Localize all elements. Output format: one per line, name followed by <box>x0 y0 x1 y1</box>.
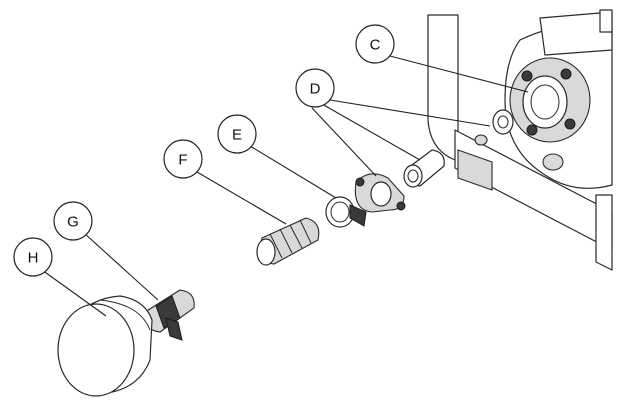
flange-bolt <box>560 68 572 80</box>
oval-flange-hole <box>370 181 392 207</box>
hose-clamp-screw <box>349 204 367 227</box>
g-clamp-screw <box>165 317 183 341</box>
strainer-end <box>256 238 276 266</box>
flange-bolt <box>564 118 576 130</box>
hose-nipple-bore <box>407 169 419 183</box>
callout-c-label: C <box>370 37 381 54</box>
pump-top-box <box>539 11 613 56</box>
gasket-bolt <box>474 134 488 146</box>
leader-e <box>249 145 337 199</box>
frame-tube-vertical <box>427 14 459 161</box>
callout-e: E <box>217 114 257 154</box>
oval-flange-bolt <box>355 177 365 187</box>
pump-top-cap <box>599 9 613 33</box>
leader-d-2 <box>321 103 421 161</box>
g-clamp-band <box>155 295 181 329</box>
leader-g <box>83 232 159 301</box>
callout-h-label: H <box>28 250 39 267</box>
inlet-port-inner <box>530 84 560 120</box>
oval-flange-bolt <box>396 201 406 211</box>
leader-d-3 <box>311 107 377 177</box>
leader-d-1 <box>329 99 491 127</box>
part-h-housing <box>57 295 153 397</box>
flange-bolt <box>526 124 538 136</box>
flange-bolt <box>521 70 533 82</box>
inlet-port <box>522 75 568 129</box>
part-f-strainer <box>256 217 320 266</box>
leader-f <box>196 171 287 225</box>
leader-h <box>41 269 107 317</box>
gasket-ring <box>492 109 514 135</box>
callout-f: F <box>163 139 203 179</box>
frame-leg <box>595 194 613 271</box>
callout-h: H <box>13 237 53 277</box>
callout-g-label: G <box>67 214 79 231</box>
callout-d: D <box>295 68 335 108</box>
gasket-ring-hole <box>497 115 509 129</box>
leader-lines <box>41 55 529 317</box>
callout-e-label: E <box>232 127 242 144</box>
hose-nipple-end <box>403 164 423 188</box>
callout-c: C <box>355 24 395 64</box>
housing-opening <box>57 303 135 397</box>
callout-g: G <box>53 201 93 241</box>
mount-block <box>457 149 493 191</box>
drain-plug <box>542 153 564 171</box>
part-e-hose-clamp <box>325 196 367 228</box>
part-d-group <box>354 109 514 213</box>
pump-assembly <box>427 9 613 271</box>
callout-d-label: D <box>310 81 321 98</box>
leader-c <box>389 55 529 93</box>
part-g-clamp <box>144 289 195 341</box>
callout-f-label: F <box>178 152 187 169</box>
hose-clamp-inner <box>330 201 350 223</box>
